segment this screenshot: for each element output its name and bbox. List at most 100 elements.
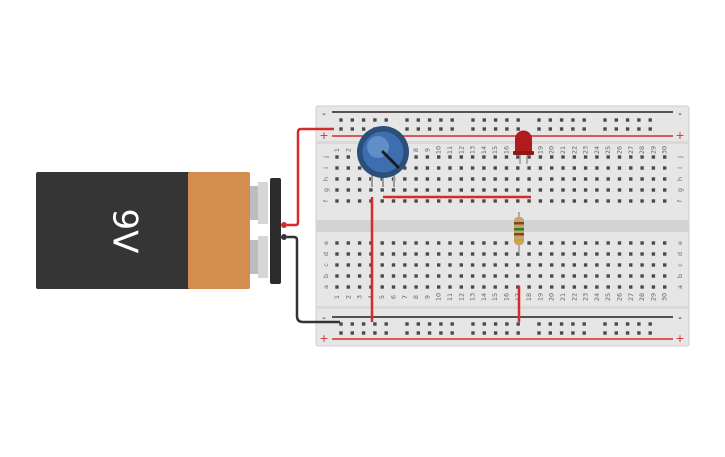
- rail-hole[interactable]: [493, 127, 498, 131]
- terminal-hole[interactable]: [606, 177, 610, 181]
- terminal-hole[interactable]: [572, 274, 576, 278]
- wires[interactable]: [287, 127, 531, 324]
- rail-hole[interactable]: [373, 331, 377, 335]
- terminal-hole[interactable]: [595, 199, 599, 203]
- rail-hole[interactable]: [405, 118, 409, 122]
- terminal-hole[interactable]: [516, 166, 520, 170]
- terminal-hole[interactable]: [516, 252, 520, 256]
- terminal-hole[interactable]: [663, 188, 667, 192]
- terminal-hole[interactable]: [527, 285, 531, 289]
- terminal-hole[interactable]: [617, 188, 622, 192]
- terminal-hole[interactable]: [403, 199, 407, 203]
- terminal-hole[interactable]: [380, 285, 384, 289]
- terminal-hole[interactable]: [391, 188, 396, 192]
- terminal-hole[interactable]: [595, 241, 599, 245]
- rail-hole[interactable]: [548, 127, 552, 131]
- terminal-hole[interactable]: [527, 241, 531, 245]
- terminal-hole[interactable]: [640, 177, 644, 181]
- terminal-hole[interactable]: [651, 188, 656, 192]
- terminal-hole[interactable]: [651, 177, 656, 181]
- terminal-hole[interactable]: [629, 252, 633, 256]
- terminal-hole[interactable]: [448, 285, 452, 289]
- terminal-hole[interactable]: [335, 166, 339, 170]
- rail-hole[interactable]: [582, 331, 586, 335]
- terminal-hole[interactable]: [527, 155, 531, 159]
- terminal-hole[interactable]: [550, 166, 554, 170]
- terminal-hole[interactable]: [380, 263, 384, 267]
- rail-hole[interactable]: [361, 322, 366, 326]
- terminal-hole[interactable]: [550, 241, 554, 245]
- terminal-hole[interactable]: [414, 166, 418, 170]
- terminal-hole[interactable]: [346, 177, 350, 181]
- rail-hole[interactable]: [384, 118, 388, 122]
- terminal-hole[interactable]: [482, 274, 486, 278]
- rail-hole[interactable]: [571, 118, 575, 122]
- terminal-hole[interactable]: [346, 285, 350, 289]
- terminal-hole[interactable]: [380, 252, 384, 256]
- rail-hole[interactable]: [582, 322, 586, 326]
- terminal-hole[interactable]: [640, 274, 644, 278]
- terminal-hole[interactable]: [651, 155, 656, 159]
- rail-hole[interactable]: [614, 127, 618, 131]
- rail-hole[interactable]: [439, 127, 443, 131]
- terminal-hole[interactable]: [459, 155, 463, 159]
- terminal-hole[interactable]: [380, 199, 384, 203]
- terminal-hole[interactable]: [335, 155, 339, 159]
- rail-hole[interactable]: [603, 331, 607, 335]
- terminal-hole[interactable]: [448, 274, 452, 278]
- terminal-hole[interactable]: [448, 166, 452, 170]
- rail-hole[interactable]: [439, 118, 443, 122]
- terminal-hole[interactable]: [606, 166, 610, 170]
- terminal-hole[interactable]: [583, 263, 588, 267]
- black-wire-battery-to-rail[interactable]: [287, 235, 340, 324]
- rail-hole[interactable]: [350, 331, 354, 335]
- terminal-hole[interactable]: [651, 285, 656, 289]
- terminal-hole[interactable]: [335, 252, 339, 256]
- terminal-hole[interactable]: [346, 155, 350, 159]
- rail-hole[interactable]: [373, 322, 377, 326]
- terminal-hole[interactable]: [346, 241, 350, 245]
- terminal-hole[interactable]: [561, 274, 565, 278]
- rail-hole[interactable]: [439, 322, 443, 326]
- terminal-hole[interactable]: [595, 263, 599, 267]
- terminal-hole[interactable]: [606, 188, 610, 192]
- terminal-hole[interactable]: [617, 285, 622, 289]
- terminal-hole[interactable]: [459, 252, 463, 256]
- terminal-hole[interactable]: [595, 252, 599, 256]
- terminal-hole[interactable]: [663, 263, 667, 267]
- rail-hole[interactable]: [582, 127, 586, 131]
- terminal-hole[interactable]: [527, 252, 531, 256]
- rail-hole[interactable]: [614, 118, 618, 122]
- terminal-hole[interactable]: [629, 155, 633, 159]
- terminal-hole[interactable]: [493, 263, 497, 267]
- rail-hole[interactable]: [493, 118, 498, 122]
- terminal-hole[interactable]: [640, 241, 644, 245]
- rail-hole[interactable]: [505, 331, 509, 335]
- terminal-hole[interactable]: [391, 241, 396, 245]
- terminal-hole[interactable]: [504, 263, 509, 267]
- rail-hole[interactable]: [637, 322, 641, 326]
- rail-hole[interactable]: [416, 331, 420, 335]
- terminal-hole[interactable]: [346, 274, 350, 278]
- terminal-hole[interactable]: [550, 285, 554, 289]
- rail-hole[interactable]: [516, 322, 520, 326]
- terminal-hole[interactable]: [606, 263, 610, 267]
- terminal-hole[interactable]: [640, 188, 644, 192]
- terminal-hole[interactable]: [459, 166, 463, 170]
- rail-hole[interactable]: [339, 322, 343, 326]
- rail-hole[interactable]: [516, 331, 520, 335]
- terminal-hole[interactable]: [470, 188, 475, 192]
- terminal-hole[interactable]: [403, 274, 407, 278]
- terminal-hole[interactable]: [414, 241, 418, 245]
- terminal-hole[interactable]: [493, 188, 497, 192]
- terminal-hole[interactable]: [617, 166, 622, 170]
- terminal-hole[interactable]: [425, 166, 430, 170]
- rail-hole[interactable]: [637, 127, 641, 131]
- rail-hole[interactable]: [450, 322, 454, 326]
- terminal-hole[interactable]: [550, 263, 554, 267]
- terminal-hole[interactable]: [335, 263, 339, 267]
- terminal-hole[interactable]: [538, 188, 543, 192]
- terminal-hole[interactable]: [493, 155, 497, 159]
- terminal-hole[interactable]: [493, 166, 497, 170]
- rail-hole[interactable]: [493, 331, 498, 335]
